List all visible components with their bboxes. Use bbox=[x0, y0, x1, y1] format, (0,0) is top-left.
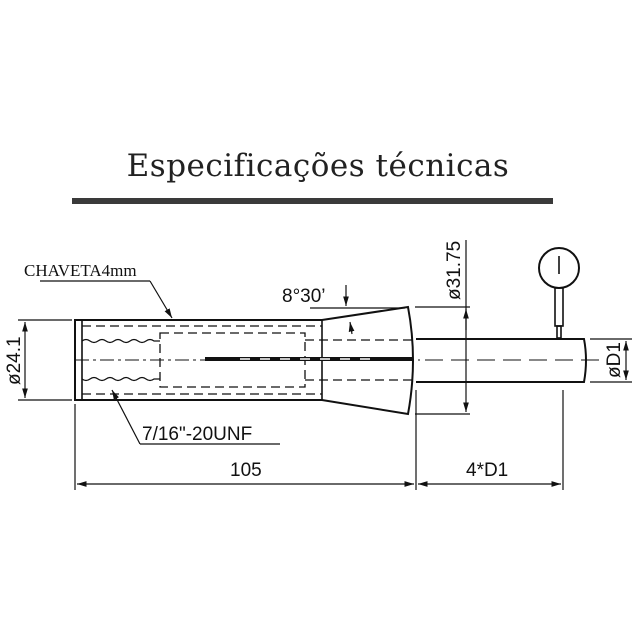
length-label: 105 bbox=[230, 460, 262, 481]
test-diameter-label: øD1 bbox=[604, 342, 625, 378]
dimension-lines bbox=[18, 240, 632, 490]
shank-diameter-label: ø24.1 bbox=[4, 336, 25, 385]
thread-label: 7/16"-20UNF bbox=[142, 424, 252, 445]
angle-label: 8°30’ bbox=[282, 286, 326, 307]
cone-diameter-label: ø31.75 bbox=[444, 241, 465, 300]
title-underline bbox=[72, 198, 553, 204]
collet-body bbox=[74, 305, 420, 416]
page-title: Especificações técnicas bbox=[126, 148, 510, 184]
dial-indicator-icon bbox=[538, 247, 580, 339]
keyway-label: CHAVETA4mm bbox=[24, 261, 137, 280]
test-length-label: 4*D1 bbox=[466, 460, 508, 481]
test-shaft bbox=[416, 338, 600, 383]
